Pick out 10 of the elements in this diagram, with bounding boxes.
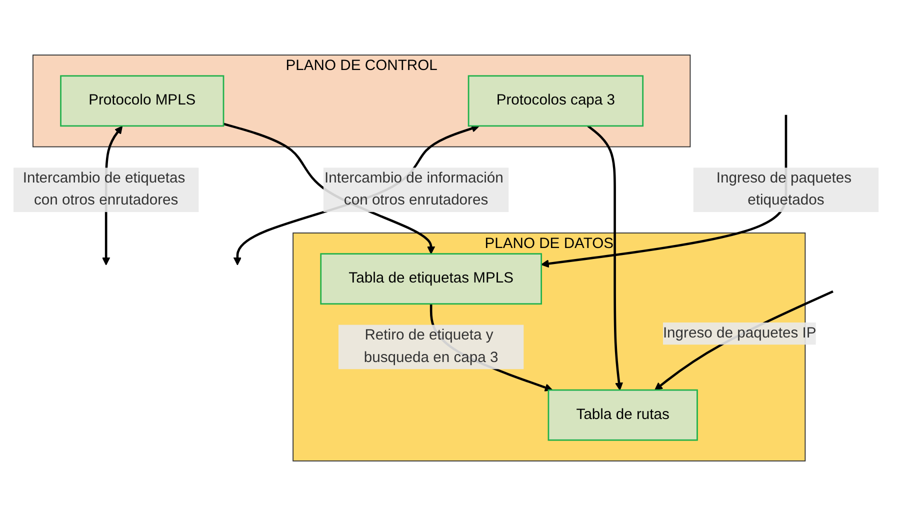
edge-label: Retiro de etiqueta y busqueda en capa 3 [364, 328, 498, 366]
edge-label: Ingreso de paquetes etiquetados [716, 170, 852, 208]
edge-label: Intercambio de información con otros enrutadores [324, 170, 504, 208]
node-box: Protocolo MPLS [60, 75, 224, 127]
edge-label: Intercambio de etiquetas con otros enrutadores [22, 170, 186, 208]
arrow [654, 290, 834, 390]
node-box: Tabla de etiquetas MPLS [320, 253, 542, 305]
node-box: Tabla de rutas [548, 389, 698, 441]
node-box: Protocolos capa 3 [468, 75, 644, 127]
arrow [587, 125, 624, 390]
